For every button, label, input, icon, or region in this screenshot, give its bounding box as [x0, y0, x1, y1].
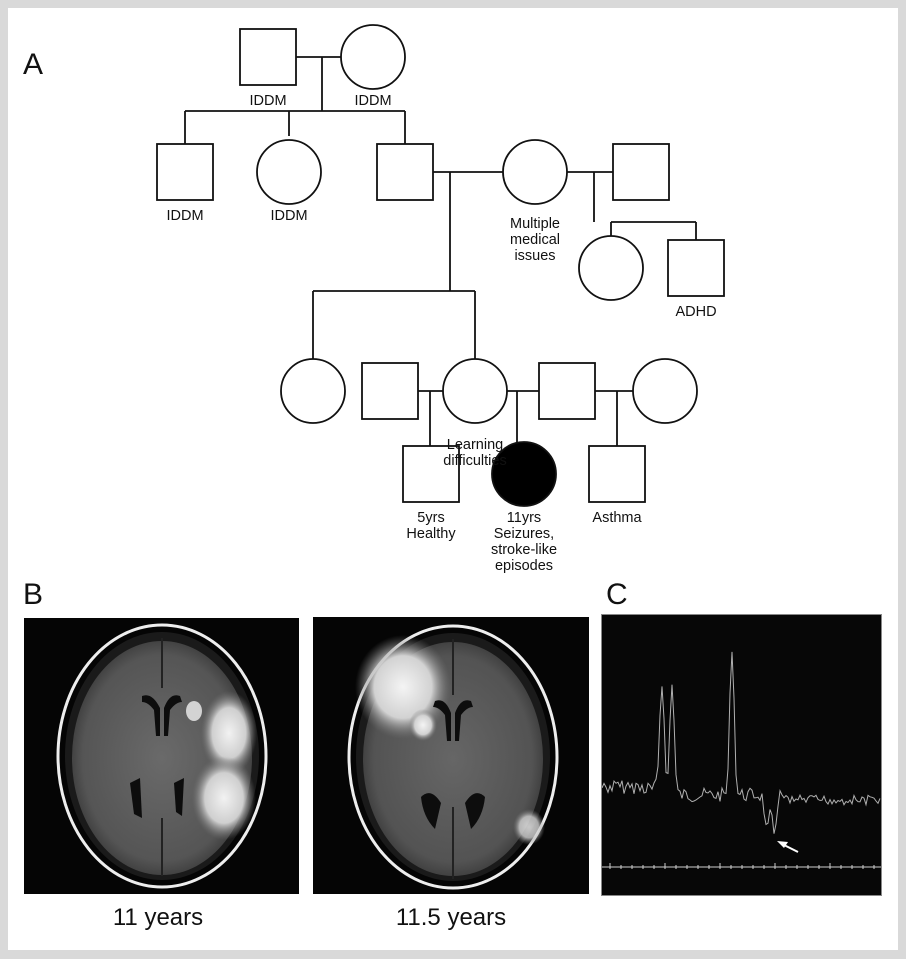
male-symbol-g1-father — [239, 28, 297, 86]
pedigree-label-g4-son: 5yrs — [417, 510, 444, 526]
pedigree-label-g4-half-brother: Asthma — [592, 510, 642, 526]
posterior-horn-right — [174, 778, 184, 816]
male-symbol-g3-partner-2 — [538, 362, 596, 420]
male-symbol-g4-son — [402, 445, 460, 503]
lesion-caudate — [409, 709, 437, 741]
ventricle-left — [433, 700, 451, 741]
skull-outline — [347, 624, 559, 890]
lesion-parietal — [192, 756, 256, 840]
ventricle-right — [164, 695, 182, 736]
panel-a-letter: A — [23, 48, 44, 81]
male-symbol-g3-half-brother — [667, 239, 725, 297]
lesion-basal — [186, 701, 202, 721]
female-symbol-g2-daughter — [256, 139, 322, 205]
posterior-horn-left — [421, 793, 441, 829]
pedigree-label-g2-spouse-woman: Multiple — [510, 216, 560, 232]
brain-scan-2 — [347, 624, 559, 890]
female-symbol-g3-daughter-1 — [280, 358, 346, 424]
arrow-icon — [777, 841, 799, 853]
panel-b-letter: B — [23, 578, 44, 611]
brain-scan-1 — [56, 623, 268, 889]
pedigree-label-g4-proband: stroke-like — [491, 542, 557, 558]
pedigree-label-g2-son-1: IDDM — [166, 208, 203, 224]
female-symbol-g3-half-sister — [578, 235, 644, 301]
female-symbol-g1-mother — [340, 24, 406, 90]
female-symbol-g4-proband — [491, 441, 557, 507]
pedigree-label-g4-proband: episodes — [495, 558, 553, 574]
pedigree-label-g2-spouse-woman: issues — [514, 248, 555, 264]
mri-image-11-5-years — [313, 617, 589, 894]
pedigree-label-g3-daughter-2: difficulties — [443, 453, 506, 469]
pedigree-chart: IDDM IDDM IDDM IDDM MultiplemedicalissuesADH… — [156, 24, 725, 574]
spectrum-trace — [601, 651, 881, 834]
male-symbol-g4-half-brother — [588, 445, 646, 503]
pedigree-label-g4-proband: Seizures, — [494, 526, 554, 542]
male-symbol-g2-son-1 — [156, 143, 214, 201]
female-symbol-g2-spouse-woman — [502, 139, 568, 205]
female-symbol-g3-daughter-2 — [442, 358, 508, 424]
pedigree-label-g4-son: Healthy — [406, 526, 456, 542]
caption-11-years: 11 years — [112, 904, 204, 931]
male-symbol-g2-second-partner — [612, 143, 670, 201]
male-symbol-g2-son-2 — [376, 143, 434, 201]
ppm-axis-ticks — [609, 863, 875, 869]
ventricle-left — [142, 695, 160, 736]
pedigree-label-g2-spouse-woman: medical — [510, 232, 560, 248]
pedigree-label-g2-daughter: IDDM — [270, 208, 307, 224]
pedigree-lines — [184, 56, 697, 446]
posterior-horn-left — [130, 778, 142, 818]
pedigree-label-g1-father: IDDM — [249, 93, 286, 109]
mr-spectrum — [601, 651, 881, 869]
posterior-horn-right — [465, 793, 485, 829]
ventricle-right — [455, 700, 473, 741]
skull-outline — [56, 623, 268, 889]
male-symbol-g3-partner-1 — [361, 362, 419, 420]
pedigree-label-g3-half-brother: ADHD — [675, 304, 716, 320]
female-symbol-g3-partner-2-spouse — [632, 358, 698, 424]
caption-11-5-years: 11.5 years — [395, 904, 507, 931]
lesion-temporal — [201, 691, 257, 775]
mr-spectrum-panel — [601, 614, 882, 896]
panel-c-letter: C — [606, 578, 628, 611]
mri-image-11-years — [24, 618, 299, 894]
pedigree-labels: IDDM IDDM IDDM IDDM MultiplemedicalissuesADH… — [166, 93, 716, 574]
lesion-occipital — [513, 809, 545, 845]
pedigree-symbols — [156, 24, 725, 507]
pedigree-label-g3-daughter-2: Learning — [447, 437, 503, 453]
pedigree-label-g1-mother: IDDM — [354, 93, 391, 109]
pedigree-label-g4-proband: 11yrs — [507, 510, 541, 526]
